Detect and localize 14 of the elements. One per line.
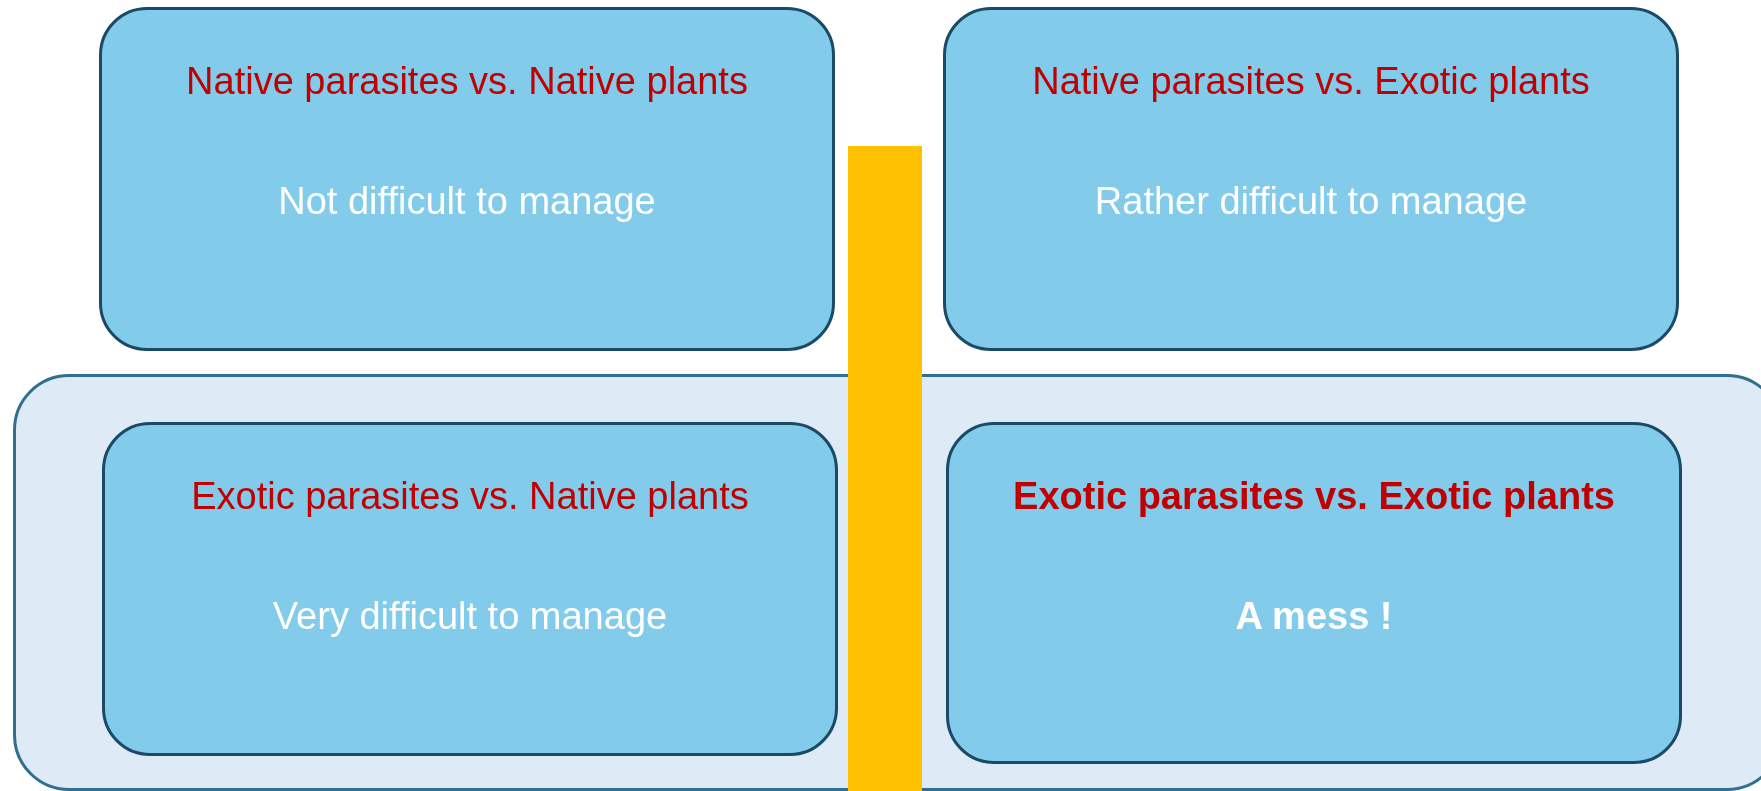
quadrant-heading: Native parasites vs. Exotic plants [1031,60,1591,103]
quadrant-card [99,7,835,351]
quadrant-card [946,422,1682,764]
quadrant-heading: Exotic parasites vs. Exotic plants [1012,475,1616,518]
vertical-divider-bar [848,146,922,791]
group-band [13,374,1761,791]
quadrant-description: Rather difficult to manage [1093,180,1529,223]
quadrant-heading: Native parasites vs. Native plants [185,60,749,103]
quadrant-heading: Exotic parasites vs. Native plants [190,475,750,518]
quadrant-card [102,422,838,756]
quadrant-description: A mess ! [1234,595,1394,638]
quadrant-description: Not difficult to manage [277,180,657,223]
quadrant-card [943,7,1679,351]
quadrant-description: Very difficult to manage [271,595,669,638]
